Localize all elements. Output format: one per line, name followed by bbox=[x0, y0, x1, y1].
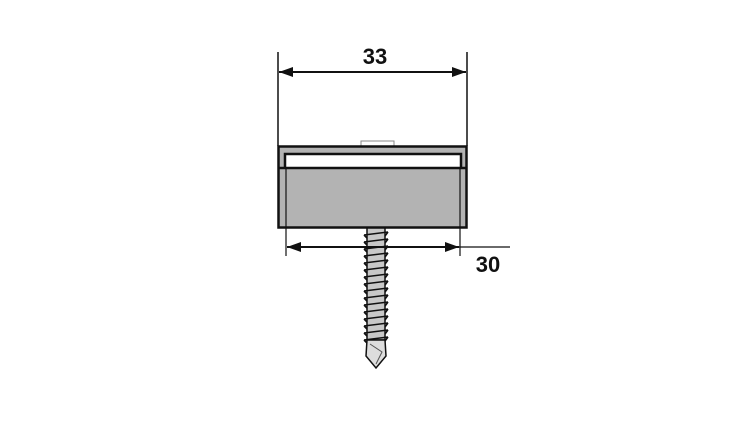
screw-thread bbox=[363, 273, 389, 281]
dimension-label-33: 33 bbox=[363, 44, 387, 69]
screw-thread bbox=[363, 287, 389, 295]
screw-thread bbox=[363, 322, 389, 330]
screw-thread bbox=[363, 329, 389, 337]
screw-thread bbox=[363, 294, 389, 302]
bottom-dimension: 30 bbox=[287, 242, 510, 277]
screw bbox=[363, 227, 389, 370]
top-dimension: 33 bbox=[277, 44, 468, 146]
screw-thread bbox=[363, 266, 389, 274]
screw-thread bbox=[363, 231, 389, 239]
screw-thread bbox=[363, 259, 389, 267]
screw-thread bbox=[363, 252, 389, 260]
white-band bbox=[283, 152, 463, 168]
drill-flute bbox=[369, 343, 383, 365]
screw-thread bbox=[363, 336, 389, 344]
drill-tip bbox=[365, 339, 387, 370]
screw-thread bbox=[363, 315, 389, 323]
screw-thread bbox=[363, 308, 389, 316]
screw-thread bbox=[363, 301, 389, 309]
screw-thread bbox=[363, 280, 389, 288]
cap-body bbox=[277, 140, 468, 256]
dimension-label-30: 30 bbox=[476, 252, 500, 277]
